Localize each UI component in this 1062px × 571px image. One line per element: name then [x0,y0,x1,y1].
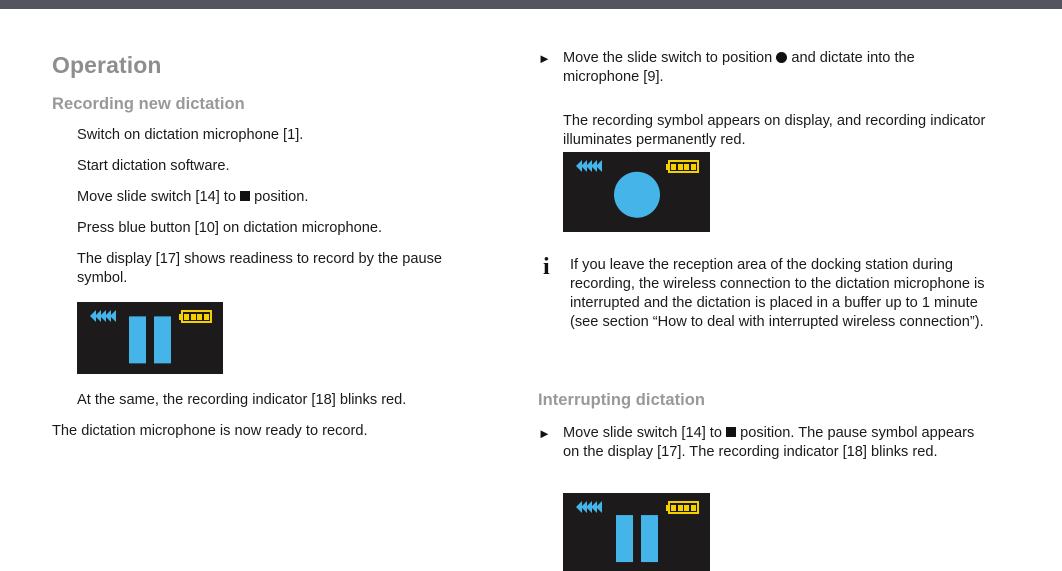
battery-terminal [665,504,669,511]
instruction-step: ► Move slide switch [14] to position. Th… [538,424,993,462]
pause-bar [129,316,146,364]
chevron-left-icon [105,310,111,322]
step-item: Press blue button [10] on dictation micr… [77,220,383,236]
step-item: Move slide switch [14] to position. [52,188,512,207]
step-note: At the same, the recording indicator [18… [77,392,407,408]
battery-shell [180,310,212,323]
battery-cell [684,504,689,511]
battery-cell [690,504,696,511]
battery-cell [197,313,202,320]
instruction-text-after: and dictate into the microphone [9]. [563,50,915,85]
step-item: Start dictation software. [77,158,230,174]
battery-icon [178,310,212,323]
info-icon: i [543,254,550,280]
instruction-text-before: Move the slide switch to position [563,50,777,66]
chevron-left-icon [581,501,587,513]
pause-bar [640,515,658,563]
info-note-text: If you leave the reception area of the d… [570,257,985,330]
pause-display-bottom [563,493,710,571]
pause-symbol-icon [129,316,171,364]
signal-chevrons-icon [90,310,116,322]
battery-terminal [178,313,182,320]
chevron-left-icon [596,501,602,513]
closing-statement: The dictation microphone is now ready to… [52,423,368,439]
chevron-left-icon [90,310,96,322]
result-text: The recording symbol appears on display,… [563,113,986,148]
arrow-right-icon: ► [538,51,551,66]
battery-cell [203,313,209,320]
battery-cell [184,313,189,320]
signal-chevrons-icon [576,160,602,172]
instruction-text: Move slide switch [14] to position. The … [563,424,993,462]
info-note: i If you leave the reception area of the… [538,254,1000,332]
battery-shell [667,160,699,173]
instruction-step: ► Move the slide switch to position and … [538,49,990,87]
page-body: Operation Recording new dictation Switch… [0,9,1062,571]
chevron-left-icon [100,310,106,322]
section-heading-interrupting-dictation: Interrupting dictation [538,391,706,409]
battery-shell [667,501,699,514]
record-symbol-icon [613,171,660,218]
battery-cell [671,163,676,170]
circle-glyph-icon [776,52,788,63]
chevron-left-icon [576,501,582,513]
chevron-left-icon [586,160,592,172]
square-glyph-icon [240,191,251,201]
step-item: The display [17] shows readiness to reco… [77,251,443,286]
battery-icon [665,160,699,173]
battery-cell [677,163,683,170]
chevron-left-icon [596,160,602,172]
page-title: Operation [52,52,162,78]
battery-terminal [665,163,669,170]
chevron-left-icon [581,160,587,172]
chevron-left-icon [591,160,597,172]
battery-cell [671,504,676,511]
chevron-left-icon [110,310,116,322]
pause-bar [154,316,171,364]
square-glyph-icon [726,427,737,437]
pause-symbol-icon [615,515,658,563]
step-text-before: Move slide switch [14] to [77,189,241,205]
chevron-left-icon [576,160,582,172]
step-item: Switch on dictation microphone [1]. [77,127,304,143]
record-display [563,152,710,232]
battery-cell [677,504,683,511]
instruction-text: Move the slide switch to position and di… [563,49,990,87]
arrow-right-icon: ► [538,426,551,441]
battery-cell [684,163,689,170]
battery-cell [690,163,696,170]
step-text-after: position. [250,189,309,205]
battery-cell [190,313,196,320]
battery-icon [665,501,699,514]
chevron-left-icon [591,501,597,513]
instruction-text-before: Move slide switch [14] to [563,425,727,441]
signal-chevrons-icon [576,501,602,513]
pause-bar [615,515,633,563]
top-rule [0,0,1062,9]
pause-display [77,302,223,374]
chevron-left-icon [586,501,592,513]
instruction-text-after: position. The pause symbol appears on th… [563,425,975,460]
section-heading-recording-new-dictation: Recording new dictation [52,95,245,113]
chevron-left-icon [95,310,101,322]
